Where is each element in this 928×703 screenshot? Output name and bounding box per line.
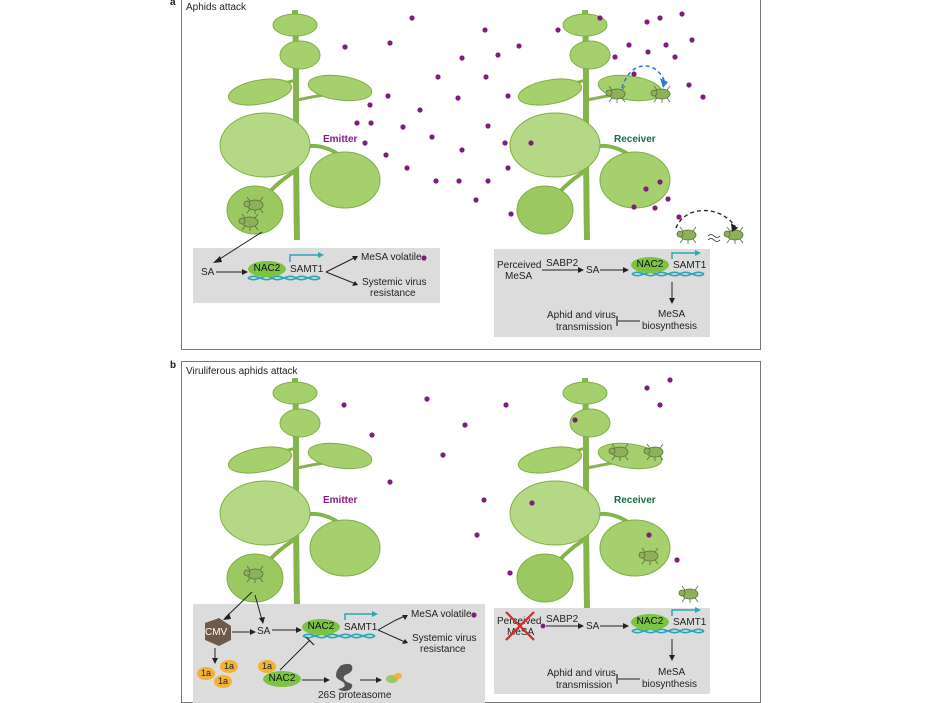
nac2-a: NAC2 [248,261,286,277]
emitter-label-a: Emitter [323,134,358,145]
mesa-biosynthesis-b-line2: biosynthesis [642,679,698,690]
arrowhead [731,223,738,232]
cmv-virus-icon [205,618,231,646]
receiver-label-a: Receiver [614,134,656,145]
sa-right-b: SA [586,621,600,632]
cmv-label: CMV [205,627,228,638]
sa-label-a: SA [201,267,215,278]
systemic-resistance-b-line2: resistance [420,644,466,655]
proteasome-label: 26S proteasome [318,690,392,701]
receiver-pathway-box-b [494,608,710,694]
nac2-bound: NAC2 [263,671,301,687]
mesa-biosynthesis-a-line2: biosynthesis [642,321,698,332]
perceived-mesa-a-line1: Perceived [497,260,542,271]
panel-a-label: a [170,0,176,8]
aphid-leave-arrow [675,209,736,229]
protein-1a-badge: 1a [258,660,276,673]
protein-1a-badge: 1a [214,675,232,688]
mesa-volatile-b: MeSA volatile [411,609,472,620]
aphid-transmission-b-line2: transmission [556,680,613,691]
panel-a-title: Aphids attack [186,2,247,13]
mesa-biosynthesis-b-line1: MeSA [658,667,686,678]
panel-b-title: Viruliferous aphids attack [186,366,298,377]
nac2-right-a: NAC2 [631,257,669,273]
receiver-label-b: Receiver [614,495,656,506]
systemic-resistance-a-line1: Systemic virus [362,277,427,288]
mesa-volatile-dots [342,11,706,262]
emitter-pathway-box-b [193,604,485,703]
mesa-volatile-a: MeSA volatile [361,252,422,263]
perceived-mesa-b-line1: Perceived [497,616,542,627]
samt1-b: SAMT1 [344,622,378,633]
aphid-transmission-a-line2: transmission [556,322,613,333]
nac2-b: NAC2 [302,619,340,635]
emitter-pathway-box-a [193,248,440,303]
samt1-right-b: SAMT1 [673,617,707,628]
panel-b-label: b [170,360,177,371]
samt1-right-a: SAMT1 [673,260,707,271]
mesa-biosynthesis-a-line1: MeSA [658,309,686,320]
receiver-pathway-box-a [494,249,710,337]
perceived-mesa-a-line2: MeSA [505,271,533,282]
arrowhead [660,78,668,88]
protein-1a-badge: 1a [197,667,215,680]
sa-right-a: SA [586,265,600,276]
perceived-mesa-b-line2: MeSA [507,627,535,638]
sabp2-a: SABP2 [546,258,579,269]
degraded-fragments-icon [386,673,402,683]
sabp2-b: SABP2 [546,614,579,625]
samt1-a: SAMT1 [290,264,324,275]
sa-label-b: SA [257,626,271,637]
emitter-label-b: Emitter [323,495,358,506]
wavy-lines [707,234,721,242]
aphid-transmission-a-line1: Aphid and virus [547,310,616,321]
systemic-resistance-a-line2: resistance [370,288,416,299]
aphid-transmission-b-line1: Aphid and virus [547,668,616,679]
protein-1a-badge: 1a [220,660,238,673]
aphid-move-arrow [621,65,665,89]
mesa-volatile-dots-b [341,377,680,617]
nac2-right-b: NAC2 [631,614,669,630]
proteasome-icon [336,663,353,692]
systemic-resistance-b-line1: Systemic virus [412,633,477,644]
